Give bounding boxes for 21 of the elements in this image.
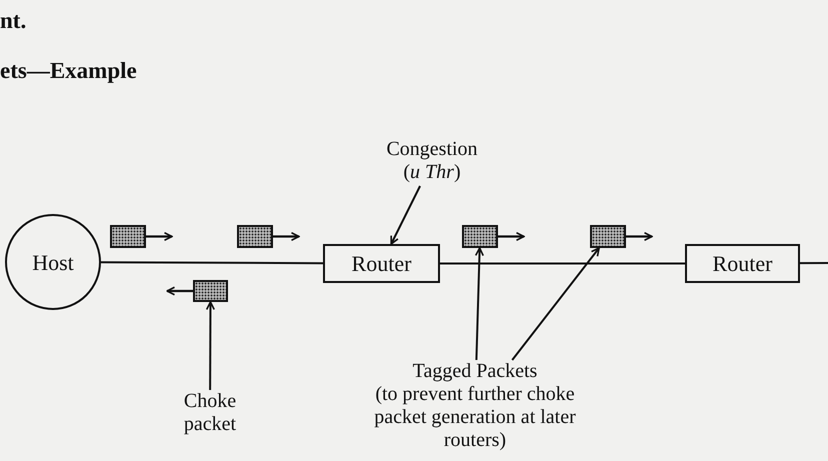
choke-packet-label: Choke packet (182, 390, 238, 436)
router-box: Router (685, 244, 800, 283)
packet-box (237, 225, 273, 248)
tagged-packets-label: Tagged Packets (412, 360, 538, 383)
packet-box (110, 225, 146, 248)
tagged-packets-label: (to prevent further choke packet generation at later routers) (373, 383, 577, 452)
router-box: Router (323, 244, 440, 283)
text-fragment: nt. (0, 8, 26, 34)
packet-box (590, 225, 626, 248)
link-line (101, 261, 323, 264)
arrow (511, 247, 600, 361)
packet-box (193, 280, 228, 302)
link-line (800, 262, 828, 264)
arrow (390, 186, 421, 245)
link-line (440, 262, 685, 264)
arrow (474, 247, 484, 360)
congestion-label: Congestion (u Thr) (385, 138, 479, 184)
host-circle: Host (5, 214, 101, 310)
section-heading: ets—Example (0, 58, 137, 84)
packet-box (462, 225, 498, 248)
arrow (206, 301, 215, 390)
